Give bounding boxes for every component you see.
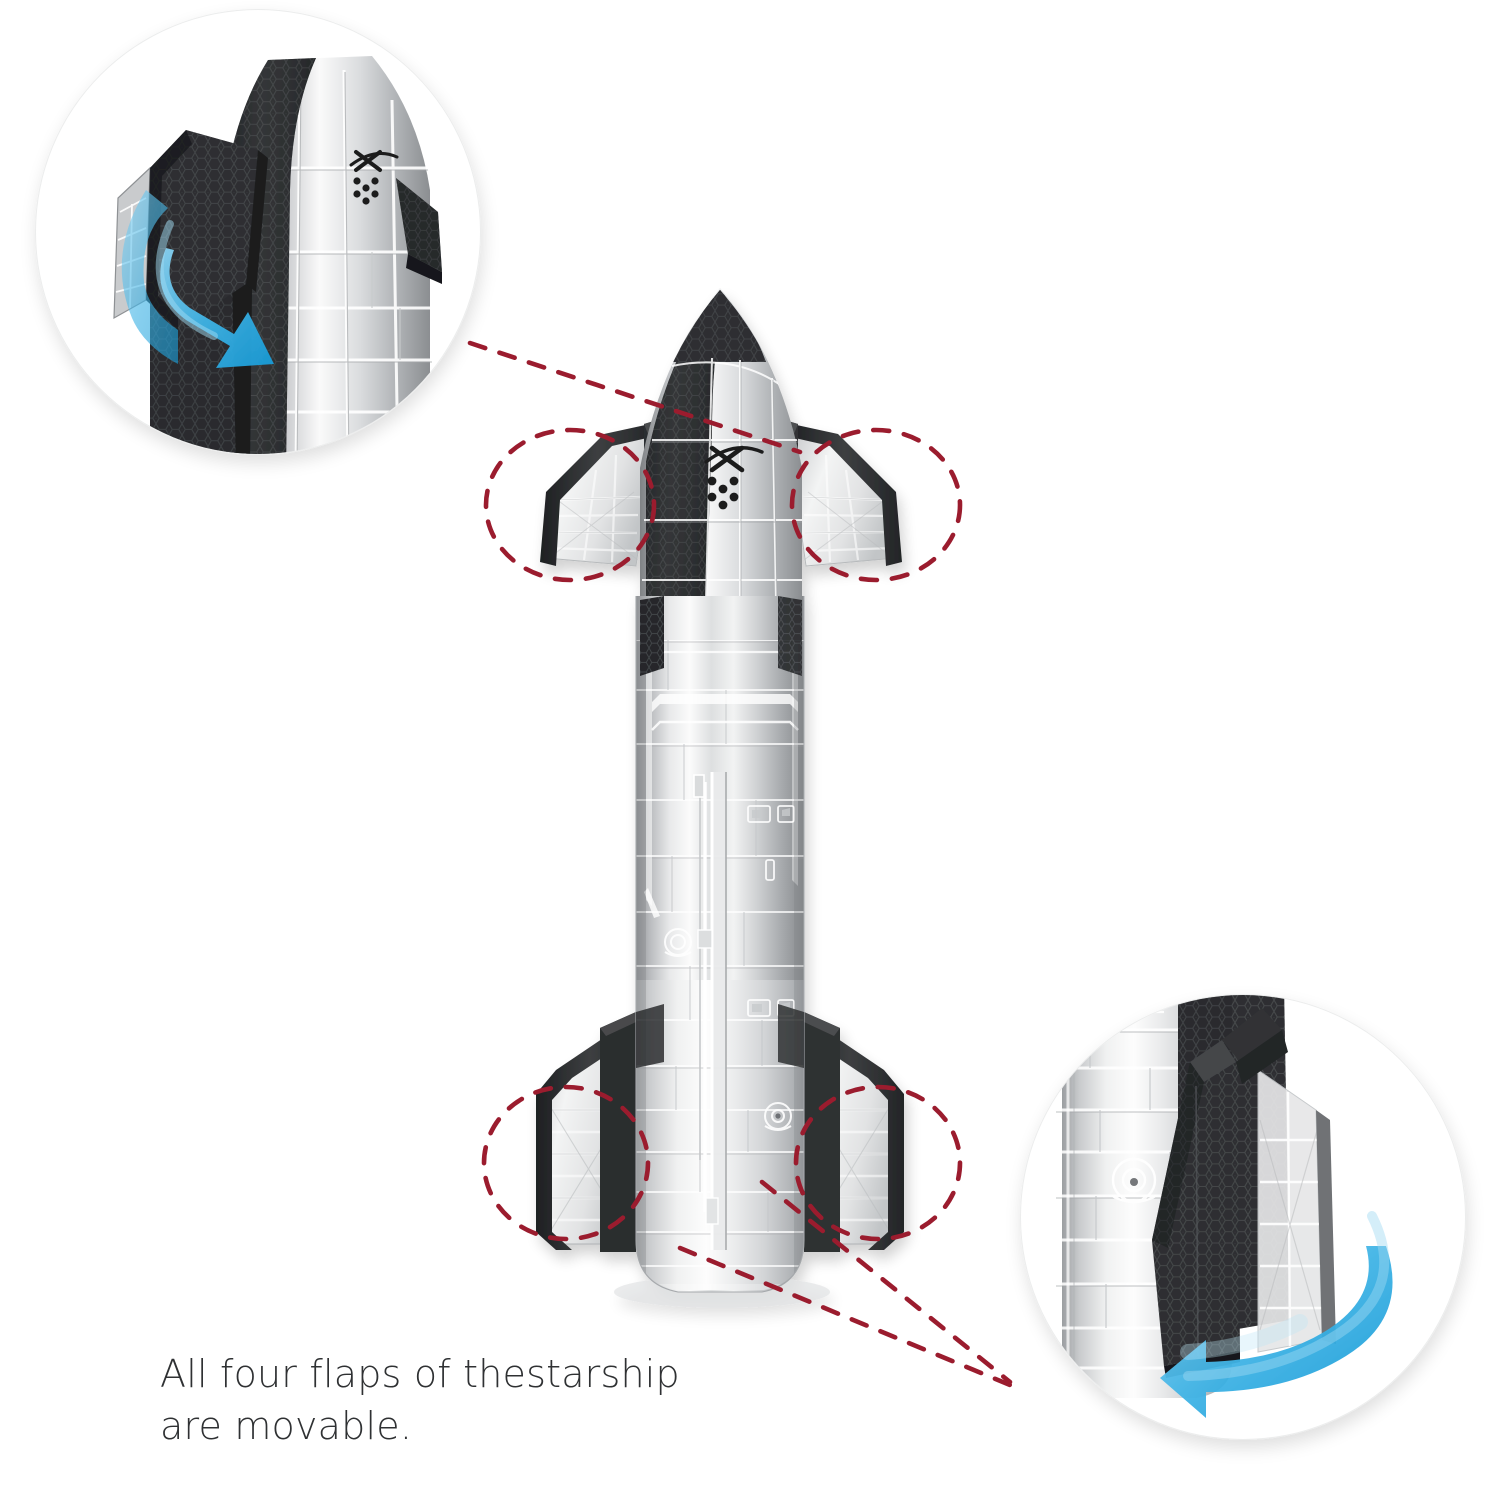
inset-bottom-right	[1020, 994, 1466, 1440]
hull-vent-left	[664, 928, 692, 957]
spacex-logo-zoom	[349, 150, 399, 205]
connector-to-inset-bottom-right-b	[759, 1179, 1013, 1385]
aft-flap-back	[1257, 1069, 1336, 1353]
callout-ellipse-forward-left	[483, 427, 657, 583]
aft-flap-open	[1152, 1040, 1240, 1378]
motion-arrow-aft	[1160, 1211, 1393, 1418]
body-barrel	[635, 596, 805, 1293]
spacex-logo	[704, 445, 764, 510]
callout-ellipse-forward-right	[789, 427, 963, 583]
hull-vent-zoom	[1111, 1157, 1157, 1204]
forward-flap-right-stub	[396, 178, 442, 284]
starship-model	[536, 288, 904, 1308]
caption-text: All four flaps of thestarship are movabl…	[160, 1352, 680, 1448]
motion-arrow-forward	[121, 190, 274, 368]
nose-cone	[640, 288, 802, 606]
callout-aft-flaps	[481, 1084, 963, 1242]
inset-top-left	[35, 9, 481, 455]
aft-flap-right	[796, 1012, 904, 1252]
callout-forward-flaps	[483, 427, 963, 583]
callout-ellipse-aft-right	[793, 1084, 963, 1242]
connector-to-inset-top-left	[467, 340, 803, 455]
hull-vent-right	[764, 1102, 792, 1131]
connector-lines	[467, 340, 1013, 1388]
forward-flap-open	[113, 130, 268, 330]
aft-flap-left	[536, 1012, 644, 1252]
callout-ellipse-aft-left	[481, 1084, 651, 1242]
